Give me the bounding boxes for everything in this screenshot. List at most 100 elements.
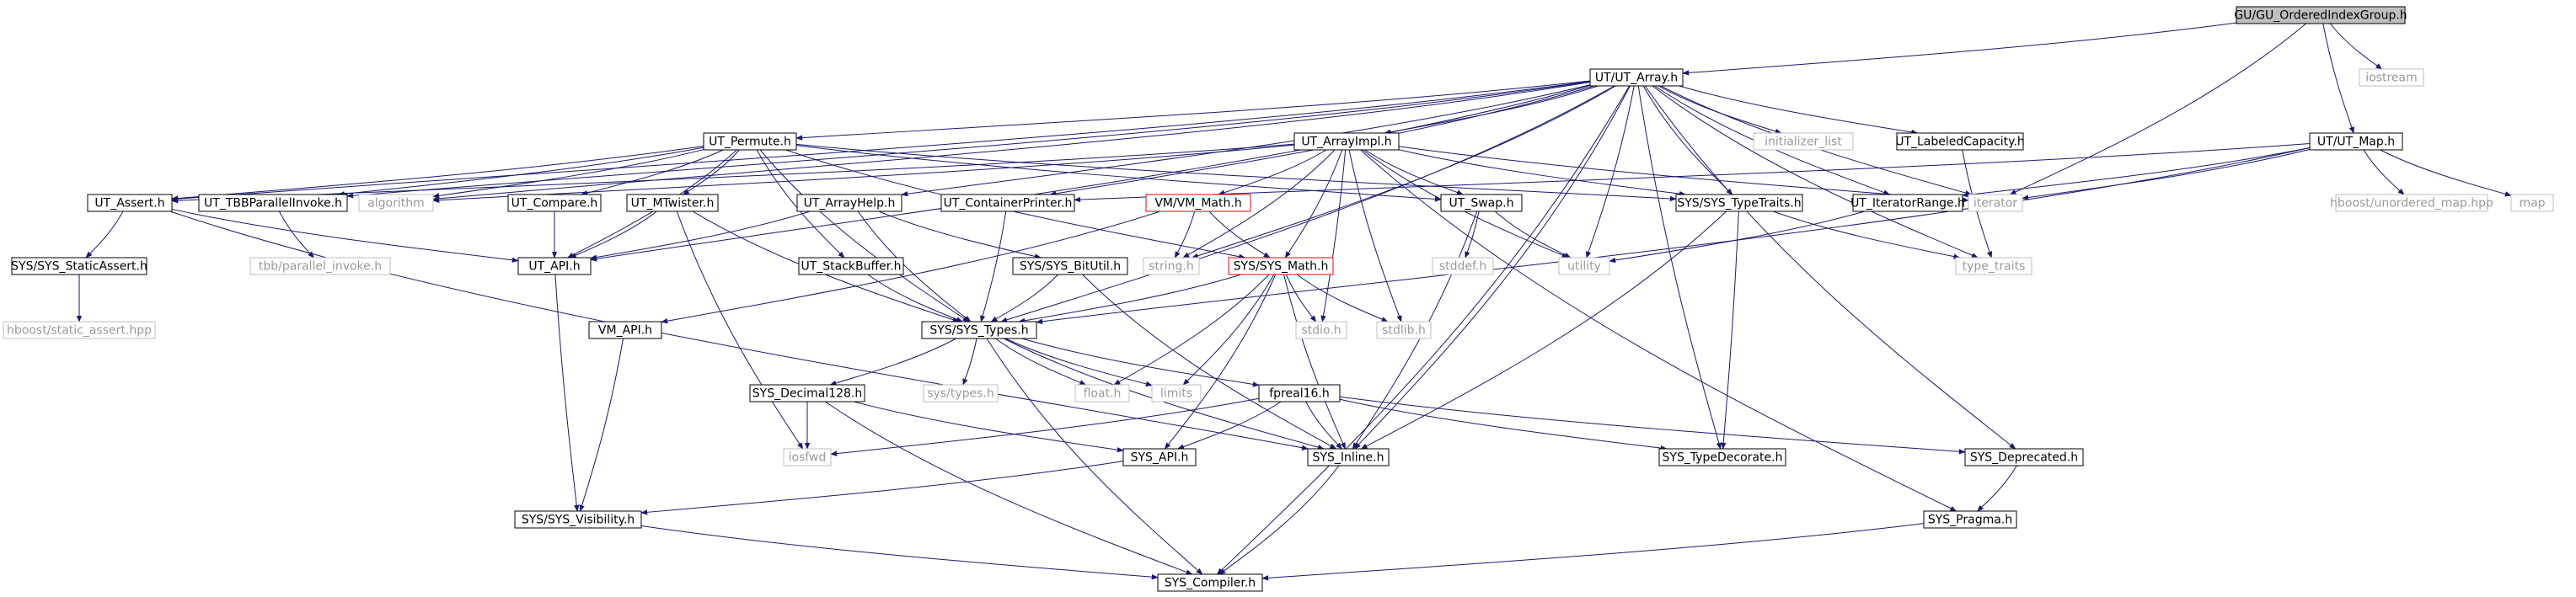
node-tbbinvoke: tbb/parallel_invoke.h (249, 257, 391, 275)
edge-utcontainer-to-systypes (980, 211, 1007, 322)
edge-sysmath-to-stdio (1285, 274, 1317, 322)
node-label-utcontainer: UT_ContainerPrinter.h (944, 197, 1073, 211)
edge-utmap-to-utiterrange (1962, 147, 2311, 198)
node-utpermute[interactable]: UT_Permute.h (703, 132, 797, 151)
edge-utapi-to-sysvisibility (554, 274, 580, 512)
edge-root-to-iostream (2329, 23, 2383, 70)
edge-utarray-to-utapi (590, 85, 1591, 262)
edge-utmap-to-utcontainer (1074, 143, 2311, 203)
edge-utpermute-to-utswap (795, 145, 1442, 202)
node-label-sysinline: SYS_Inline.h (1313, 451, 1384, 465)
node-systypetraits[interactable]: SYS/SYS_TypeTraits.h (1675, 194, 1803, 212)
node-label-stringh: string.h (1149, 260, 1194, 274)
node-sysdeprecated[interactable]: SYS_Deprecated.h (1964, 448, 2084, 466)
node-utassert[interactable]: UT_Assert.h (87, 194, 173, 212)
node-sysinline[interactable]: SYS_Inline.h (1307, 448, 1390, 466)
node-label-vmmath: VM/VM_Math.h (1154, 197, 1241, 211)
edge-utarrayimpl-to-sysmath (1284, 149, 1343, 259)
node-systypedecorate[interactable]: SYS_TypeDecorate.h (1658, 448, 1786, 466)
edge-utarrayimpl-to-utility (1362, 149, 1569, 259)
edge-fpreal16-to-systypedecorate (1339, 398, 1668, 451)
node-label-floath: float.h (1084, 387, 1122, 401)
node-systypes[interactable]: SYS/SYS_Types.h (921, 321, 1037, 339)
node-uttbb[interactable]: UT_TBBParallelInvoke.h (198, 194, 348, 212)
node-box-root (2236, 6, 2406, 24)
node-sysbitutil[interactable]: SYS/SYS_BitUtil.h (1012, 257, 1128, 275)
node-sysapi[interactable]: SYS_API.h (1122, 448, 1197, 466)
node-box-iostream (2359, 68, 2424, 87)
edge-vmmath-to-stringh (1174, 211, 1196, 259)
node-label-sysmath: SYS/SYS_Math.h (1234, 260, 1329, 274)
node-utarrayhelp[interactable]: UT_ArrayHelp.h (796, 194, 902, 212)
node-box-iosfwd (783, 448, 832, 466)
node-utarrayimpl[interactable]: UT_ArrayImpl.h (1293, 132, 1400, 151)
edge-utarray-to-syscompiler (1216, 85, 1631, 575)
node-vmapi[interactable]: VM_API.h (588, 321, 662, 339)
node-label-utarrayhelp: UT_ArrayHelp.h (804, 197, 896, 211)
edge-utpermute-to-systypes (759, 149, 970, 322)
edge-utpermute-to-systypetraits (795, 143, 1677, 202)
edge-fpreal16-to-sysinline (1305, 401, 1342, 450)
node-fpreal16[interactable]: fpreal16.h (1258, 384, 1341, 402)
node-map: map (2510, 194, 2554, 212)
node-label-systypedecorate: SYS_TypeDecorate.h (1663, 451, 1783, 465)
node-utswap[interactable]: UT_Swap.h (1440, 194, 1523, 212)
edge-utmap-to-iterator (2022, 148, 2311, 200)
edge-utarray-to-utility (1586, 85, 1635, 259)
edge-utassert-to-sysinline (169, 211, 1309, 450)
node-label-utapi: UT_API.h (528, 260, 580, 274)
node-root[interactable]: GU/GU_OrderedIndexGroup.h (2234, 6, 2407, 24)
node-utmap[interactable]: UT/UT_Map.h (2309, 132, 2403, 151)
edge-utmap-to-systypes (1036, 147, 2311, 324)
node-box-initlist (1753, 132, 1854, 151)
node-label-utility: utility (1567, 260, 1601, 274)
node-sysdecimal[interactable]: SYS_Decimal128.h (749, 384, 865, 402)
node-label-syscompiler: SYS_Compiler.h (1165, 577, 1256, 590)
node-box-utarrayimpl (1293, 132, 1400, 151)
node-box-uttbb (198, 194, 348, 212)
node-hboostmap: hboost/unordered_map.hpp (2330, 194, 2493, 212)
edge-utarray-to-utarrayimpl (1384, 85, 1599, 135)
node-utmtwister[interactable]: UT_MTwister.h (626, 194, 719, 212)
node-box-sysvisibility (514, 510, 642, 529)
node-label-typetraits: type_traits (1963, 260, 2026, 274)
node-utiterrange[interactable]: UT_IteratorRange.h (1850, 194, 1965, 212)
node-sysmath[interactable]: SYS/SYS_Math.h (1228, 257, 1334, 275)
node-systypesh: sys/types.h (923, 384, 999, 402)
node-label-iostream: iostream (2365, 72, 2418, 85)
edge-utarray-to-utassert (171, 81, 1591, 202)
node-label-sysdecimal: SYS_Decimal128.h (752, 387, 862, 401)
node-utstackbuffer[interactable]: UT_StackBuffer.h (798, 257, 904, 275)
node-sysstaticassert[interactable]: SYS/SYS_StaticAssert.h (11, 257, 147, 275)
node-iterator: iterator (1968, 194, 2023, 212)
node-sysvisibility[interactable]: SYS/SYS_Visibility.h (514, 510, 642, 529)
node-syspragma[interactable]: SYS_Pragma.h (1923, 510, 2017, 529)
node-utlabeled[interactable]: UT_LabeledCapacity.h (1895, 132, 2025, 151)
node-syscompiler[interactable]: SYS_Compiler.h (1157, 573, 1263, 592)
edge-utarray-to-typetraits (1652, 85, 1979, 259)
node-utcompare[interactable]: UT_Compare.h (507, 194, 602, 212)
edge-systypes-to-syscompiler (986, 338, 1203, 575)
edge-utpermute-to-utstackbuffer (756, 149, 845, 259)
edge-utassert-to-sysstaticassert (85, 211, 124, 259)
node-utapi[interactable]: UT_API.h (517, 257, 592, 275)
edge-utarray-to-systypedecorate (1637, 85, 1722, 450)
node-utarray[interactable]: UT/UT_Array.h (1589, 68, 1684, 87)
node-label-stddef: stddef.h (1439, 260, 1486, 274)
node-utcontainer[interactable]: UT_ContainerPrinter.h (940, 194, 1075, 212)
edge-systypes-to-fpreal16 (1021, 338, 1260, 387)
edge-uttbb-to-tbbinvoke (279, 211, 315, 259)
node-stringh: string.h (1143, 257, 1200, 275)
node-box-utarrayhelp (796, 194, 902, 212)
edge-utpermute-to-algorithm (432, 149, 704, 199)
edge-sysdecimal-to-syscompiler (824, 401, 1193, 575)
node-label-stdio: stdio.h (1301, 324, 1341, 338)
edge-utpermute-to-utcompare (581, 149, 724, 196)
edge-systypetraits-to-systypedecorate (1721, 211, 1739, 450)
node-vmmath[interactable]: VM/VM_Math.h (1145, 194, 1251, 212)
node-box-typetraits (1955, 257, 2032, 275)
edge-utswap-to-stddef (1465, 211, 1480, 259)
node-stddef: stddef.h (1432, 257, 1494, 275)
edge-utarrayimpl-to-vmmath (1218, 149, 1327, 195)
